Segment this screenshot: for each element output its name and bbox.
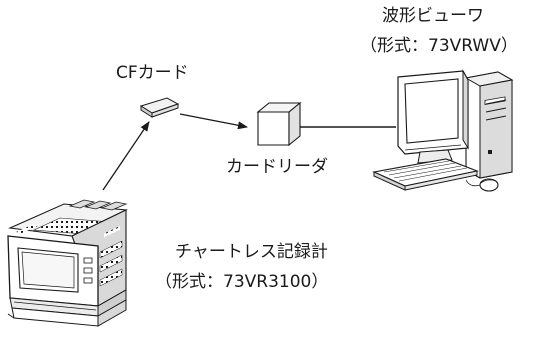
waveform-viewer-pc-icon xyxy=(372,69,514,192)
recorder-model-label: （形式：73VR3100） xyxy=(155,272,329,292)
chartless-recorder-icon xyxy=(7,199,129,327)
viewer-model-label: （形式：73VRWV） xyxy=(360,36,518,56)
cf-card-icon xyxy=(139,97,180,118)
card-reader-label: カードリーダ xyxy=(226,157,328,177)
cf-card-label: CFカード xyxy=(116,63,189,83)
card-reader-icon xyxy=(256,101,302,147)
arrow-cf-card-to-reader xyxy=(179,113,248,130)
arrow-recorder-to-cf-card xyxy=(102,121,150,191)
viewer-name-label: 波形ビューワ xyxy=(382,6,484,26)
recorder-name-label: チャートレス記録計 xyxy=(175,242,328,262)
